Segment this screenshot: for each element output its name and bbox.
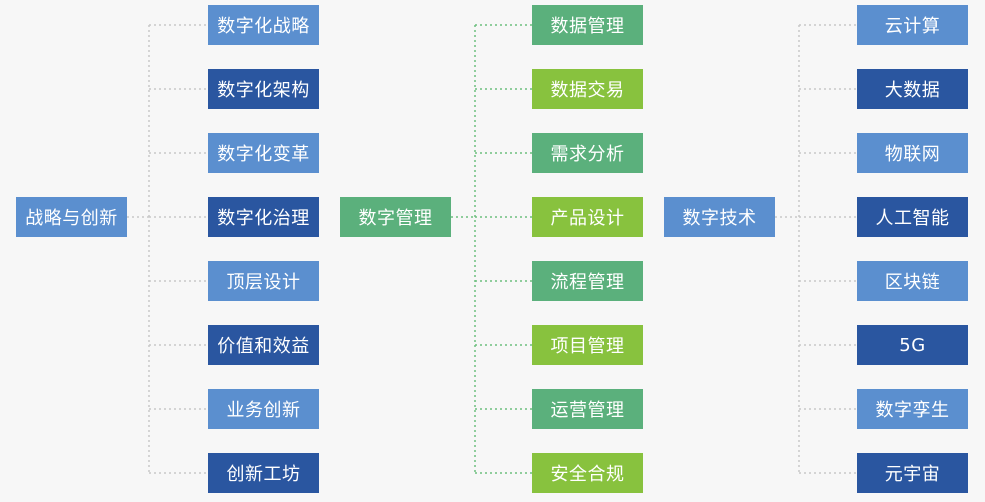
child-node[interactable]: 流程管理 [532, 261, 643, 301]
child-node[interactable]: 云计算 [857, 5, 968, 45]
child-node[interactable]: 产品设计 [532, 197, 643, 237]
root-node-technology[interactable]: 数字技术 [664, 197, 775, 237]
child-node[interactable]: 安全合规 [532, 453, 643, 493]
child-node[interactable]: 元宇宙 [857, 453, 968, 493]
child-node[interactable]: 数字化治理 [208, 197, 319, 237]
child-node[interactable]: 顶层设计 [208, 261, 319, 301]
child-node[interactable]: 5G [857, 325, 968, 365]
child-node[interactable]: 数据交易 [532, 69, 643, 109]
child-node[interactable]: 物联网 [857, 133, 968, 173]
child-node[interactable]: 数据管理 [532, 5, 643, 45]
child-node[interactable]: 业务创新 [208, 389, 319, 429]
child-node[interactable]: 大数据 [857, 69, 968, 109]
child-node[interactable]: 价值和效益 [208, 325, 319, 365]
child-node[interactable]: 项目管理 [532, 325, 643, 365]
child-node[interactable]: 运营管理 [532, 389, 643, 429]
child-node[interactable]: 数字化战略 [208, 5, 319, 45]
child-node[interactable]: 数字孪生 [857, 389, 968, 429]
child-node[interactable]: 数字化架构 [208, 69, 319, 109]
child-node[interactable]: 创新工坊 [208, 453, 319, 493]
child-node[interactable]: 区块链 [857, 261, 968, 301]
child-node[interactable]: 数字化变革 [208, 133, 319, 173]
root-node-strategy[interactable]: 战略与创新 [16, 197, 127, 237]
child-node[interactable]: 人工智能 [857, 197, 968, 237]
root-node-management[interactable]: 数字管理 [340, 197, 451, 237]
child-node[interactable]: 需求分析 [532, 133, 643, 173]
